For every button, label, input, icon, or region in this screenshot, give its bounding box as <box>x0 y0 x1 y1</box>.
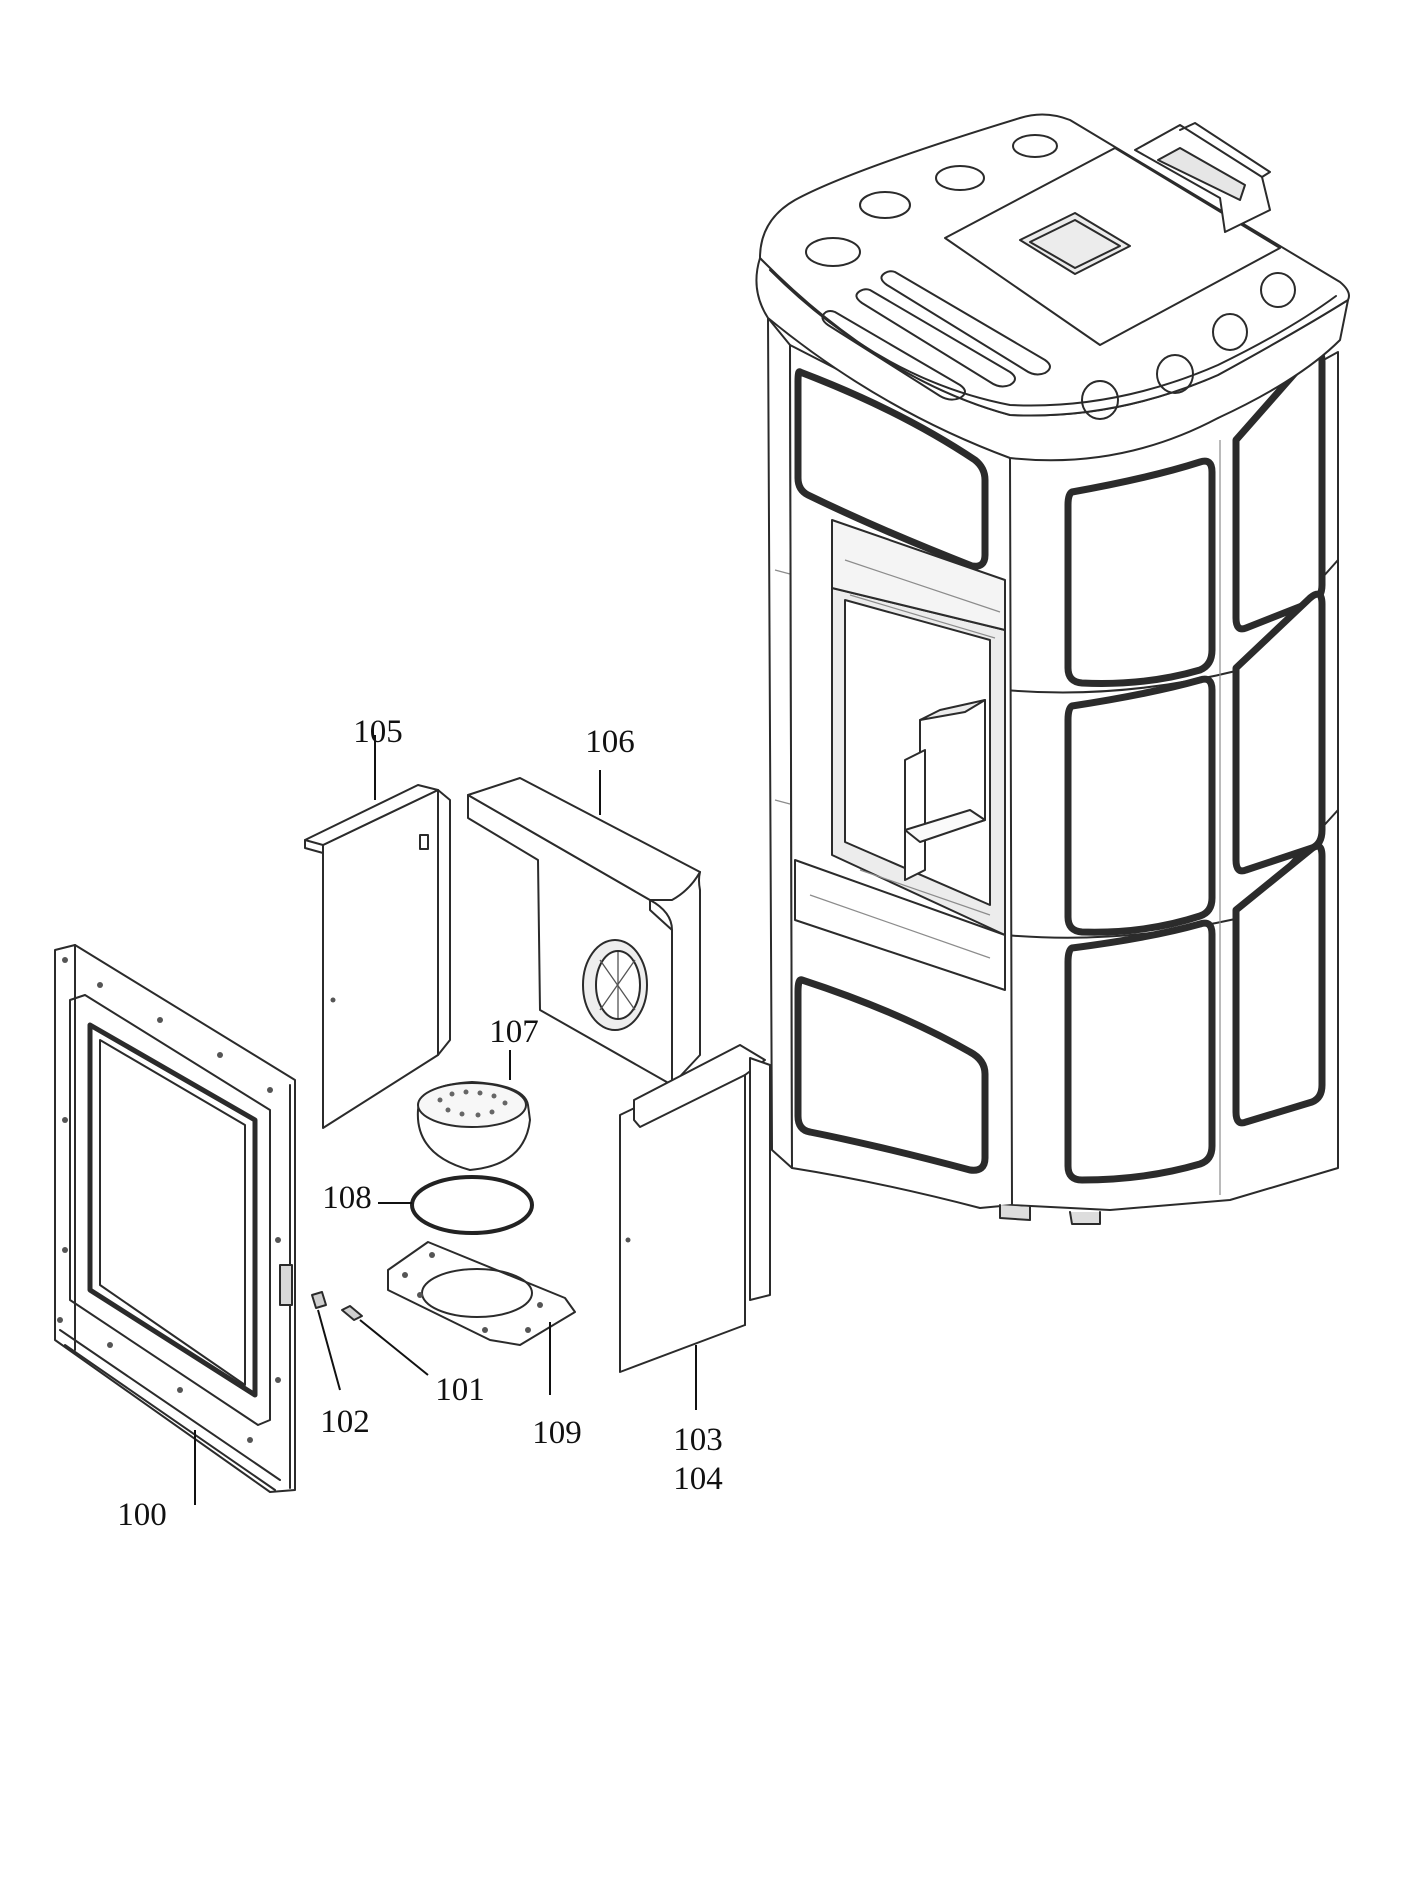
label-105: 105 <box>353 714 403 750</box>
label-107: 107 <box>489 1014 539 1050</box>
side-tiles <box>1064 347 1326 1184</box>
stove-assembly <box>755 113 1350 1225</box>
part-103-104-side-panel <box>619 1044 771 1410</box>
lower-front-panel <box>794 976 989 1174</box>
label-101: 101 <box>435 1372 485 1408</box>
label-100: 100 <box>117 1497 167 1533</box>
part-102-knob <box>311 1291 341 1391</box>
part-105-side-panel <box>304 735 451 1129</box>
upper-front-panel <box>794 368 989 570</box>
part-108-gasket <box>378 1175 534 1235</box>
part-107-burner-ring <box>416 1050 531 1171</box>
part-106-back-panel <box>467 770 701 1086</box>
label-109: 109 <box>532 1415 582 1451</box>
label-104: 104 <box>673 1461 723 1497</box>
label-108: 108 <box>322 1180 372 1216</box>
part-101-pin <box>341 1305 429 1376</box>
label-103: 103 <box>673 1422 723 1458</box>
label-106: 106 <box>585 724 635 760</box>
part-100-door <box>54 944 296 1505</box>
part-109-flange-plate <box>387 1241 576 1395</box>
firebox <box>831 519 1006 936</box>
label-102: 102 <box>320 1404 370 1440</box>
stove-top <box>755 113 1350 462</box>
